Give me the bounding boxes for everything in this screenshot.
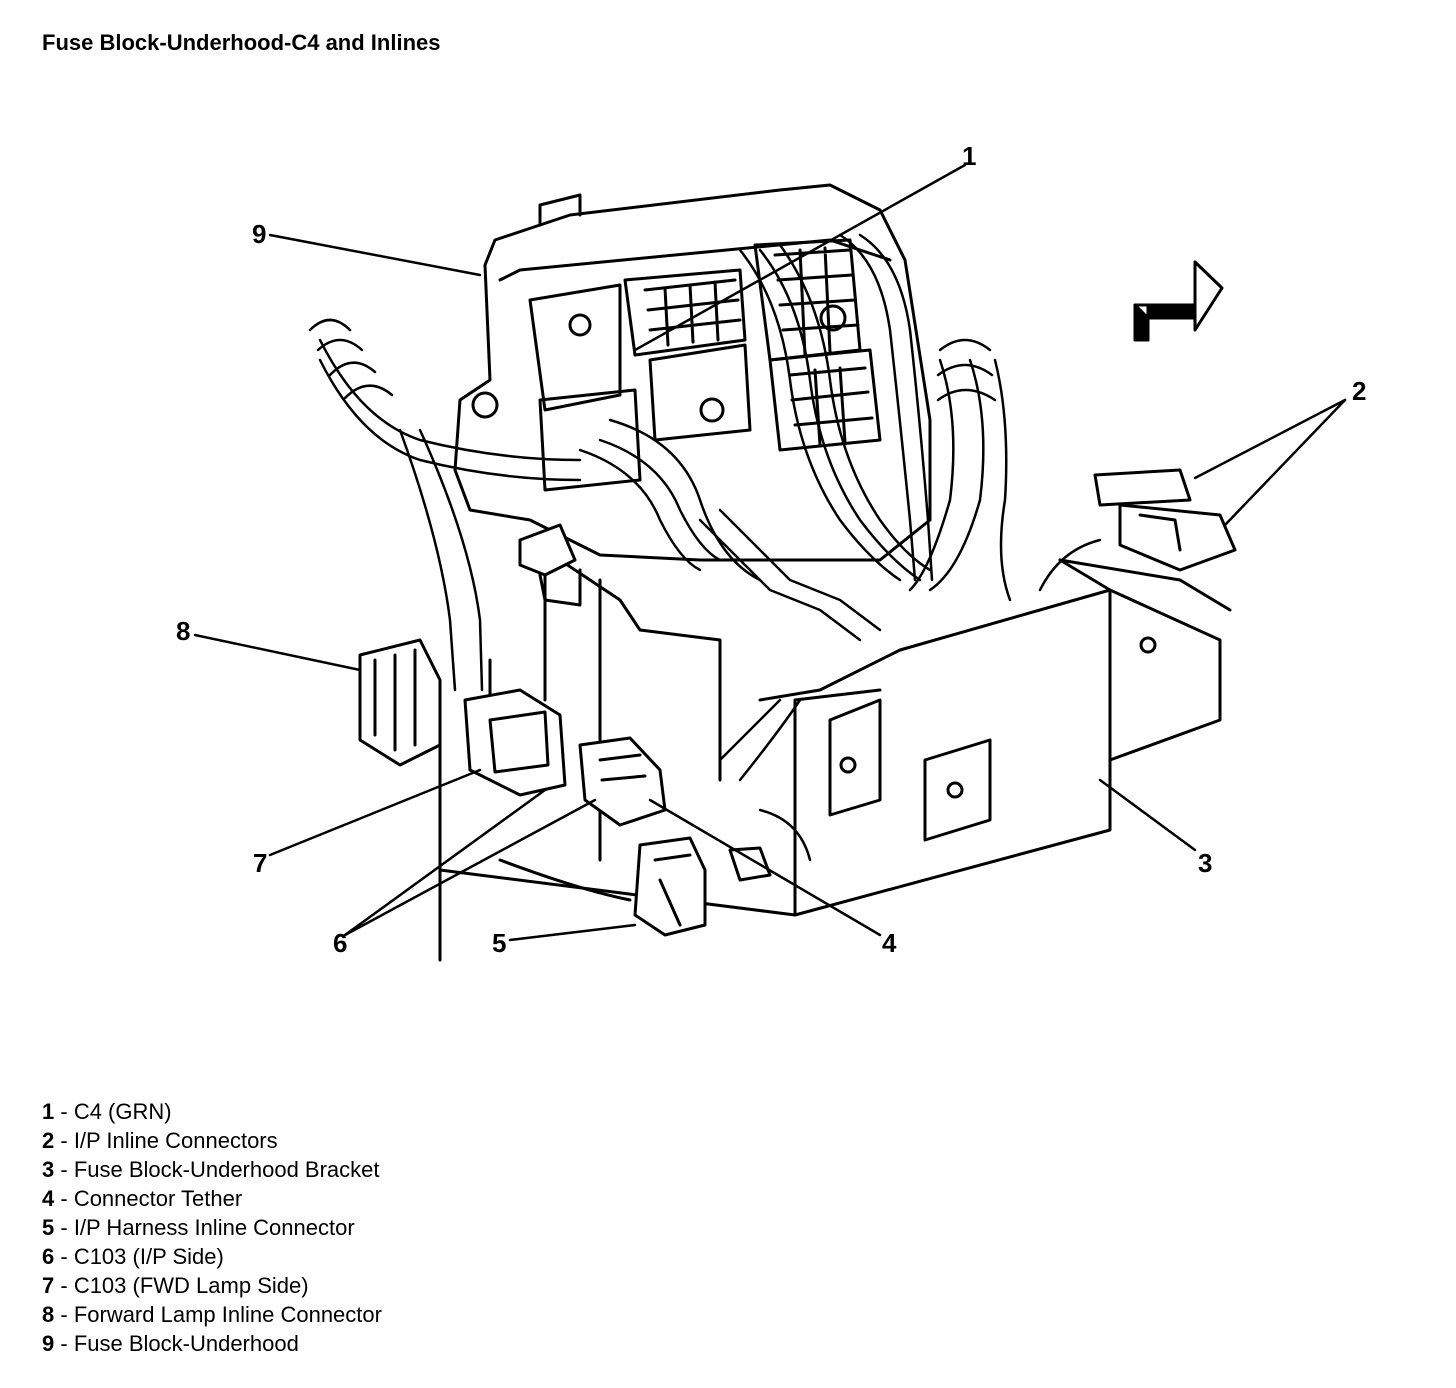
legend-separator: -	[54, 1186, 74, 1211]
diagram-title: Fuse Block-Underhood-C4 and Inlines	[42, 30, 441, 55]
fuse-block-bracket	[438, 558, 1232, 962]
callout-4: 4	[882, 928, 897, 958]
legend-text: C4 (GRN)	[73, 1099, 172, 1124]
forward-arrow-icon	[1133, 260, 1224, 342]
leader-lines	[193, 163, 1347, 942]
legend-separator: -	[54, 1302, 74, 1327]
legend-text: Fuse Block-Underhood Bracket	[73, 1157, 380, 1182]
legend-number: 8	[42, 1302, 55, 1327]
legend-item: 2 - I/P Inline Connectors	[42, 1126, 382, 1155]
callout-7: 7	[253, 848, 267, 878]
legend-separator: -	[54, 1273, 74, 1298]
legend-separator: -	[54, 1331, 74, 1356]
callout-9: 9	[252, 219, 266, 249]
legend-separator: -	[54, 1244, 74, 1269]
legend-text: C103 (FWD Lamp Side)	[73, 1273, 309, 1298]
legend-item: 7 - C103 (FWD Lamp Side)	[42, 1271, 382, 1300]
callout-6: 6	[333, 928, 347, 958]
legend: 1 - C4 (GRN) 2 - I/P Inline Connectors 3…	[42, 1097, 382, 1358]
legend-text: C103 (I/P Side)	[73, 1244, 224, 1269]
legend-item: 1 - C4 (GRN)	[42, 1097, 382, 1126]
legend-text: Fuse Block-Underhood	[73, 1331, 299, 1356]
legend-number: 2	[42, 1128, 55, 1153]
fuse-block-underhood	[453, 183, 932, 562]
legend-item: 5 - I/P Harness Inline Connector	[42, 1213, 382, 1242]
legend-item: 6 - C103 (I/P Side)	[42, 1242, 382, 1271]
legend-item: 4 - Connector Tether	[42, 1184, 382, 1213]
legend-item: 8 - Forward Lamp Inline Connector	[42, 1300, 382, 1329]
legend-separator: -	[54, 1099, 74, 1124]
legend-number: 3	[42, 1157, 55, 1182]
legend-item: 9 - Fuse Block-Underhood	[42, 1329, 382, 1358]
legend-text: I/P Inline Connectors	[73, 1128, 278, 1153]
wire-harnesses	[308, 233, 1102, 862]
legend-number: 4	[42, 1186, 55, 1211]
legend-text: I/P Harness Inline Connector	[73, 1215, 355, 1240]
legend-text: Connector Tether	[73, 1186, 243, 1211]
legend-separator: -	[54, 1215, 74, 1240]
legend-number: 1	[42, 1099, 55, 1124]
callout-2: 2	[1352, 376, 1366, 406]
callout-5: 5	[492, 928, 506, 958]
legend-separator: -	[54, 1128, 74, 1153]
legend-text: Forward Lamp Inline Connector	[73, 1302, 382, 1327]
legend-number: 7	[42, 1273, 55, 1298]
callout-3: 3	[1198, 848, 1212, 878]
legend-item: 3 - Fuse Block-Underhood Bracket	[42, 1155, 382, 1184]
legend-number: 5	[42, 1215, 55, 1240]
callout-8: 8	[176, 616, 190, 646]
legend-number: 6	[42, 1244, 55, 1269]
legend-separator: -	[54, 1157, 74, 1182]
fuse-block-illustration: 1 2 3 4 5 6 7 8 9	[176, 141, 1366, 962]
callout-1: 1	[962, 141, 976, 171]
legend-number: 9	[42, 1331, 55, 1356]
connectors	[358, 468, 1237, 937]
